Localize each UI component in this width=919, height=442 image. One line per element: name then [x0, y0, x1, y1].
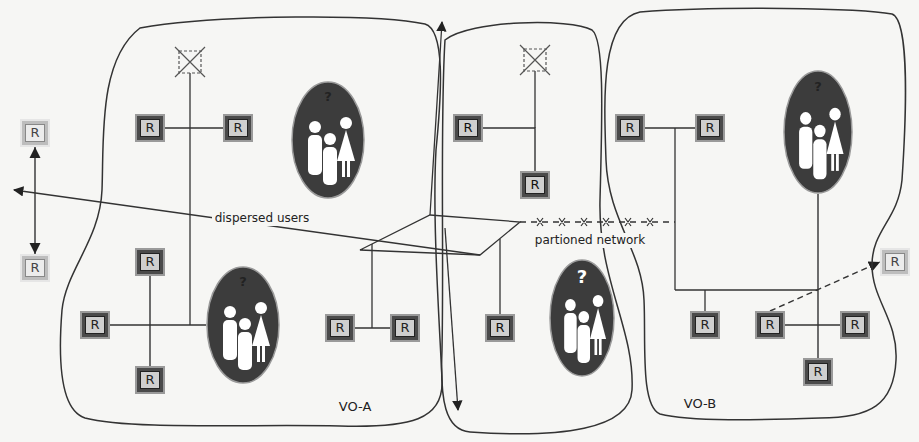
- node-text: R: [808, 363, 827, 381]
- user-group: ?: [783, 70, 853, 194]
- user-arrow: [430, 22, 442, 215]
- node-text: R: [695, 316, 714, 334]
- user-oval: [207, 267, 279, 383]
- virtual-organization: VO-B R R? R R R R: [600, 4, 912, 424]
- node-text: R: [140, 119, 159, 137]
- node-text: R: [885, 253, 904, 271]
- network-link: [785, 324, 840, 325]
- resource-box: R: [840, 311, 870, 339]
- resource-box: R: [755, 311, 785, 339]
- break-marks: [537, 218, 653, 226]
- partition-region: [442, 23, 633, 434]
- resource-box: R: [80, 311, 110, 339]
- node-text: R: [458, 119, 477, 137]
- failed-resource: [520, 45, 550, 75]
- user-arrow: [14, 190, 480, 255]
- node-text: ?: [577, 267, 587, 287]
- node-text: R: [845, 316, 864, 334]
- people-figures: [799, 108, 843, 179]
- resource-box: R: [880, 248, 910, 276]
- network-wire: [704, 290, 705, 311]
- node-text: R: [525, 176, 544, 194]
- diagram-note: dispersed users: [212, 211, 313, 226]
- node-text: R: [140, 371, 159, 389]
- failed-resource: [175, 47, 205, 77]
- network-wire: [674, 128, 675, 290]
- partition-line: [520, 221, 675, 222]
- user-group: ?: [206, 266, 280, 384]
- resource-box: R: [325, 314, 355, 342]
- user-oval: [784, 71, 852, 193]
- resource-box: R: [520, 171, 550, 199]
- resource-box: R: [223, 114, 253, 142]
- resource-box: R: [615, 114, 645, 142]
- region-outline: [60, 17, 442, 426]
- node-text: R: [25, 124, 44, 142]
- node-text: R: [85, 316, 104, 334]
- node-text: R: [395, 319, 414, 337]
- node-text: R: [760, 316, 779, 334]
- network-link: [355, 327, 390, 328]
- network-link: [483, 128, 535, 171]
- node-text: ?: [239, 274, 247, 290]
- resource-box: R: [20, 254, 50, 282]
- network-link: [149, 276, 150, 366]
- region-outline: [600, 4, 912, 424]
- network-wire: [499, 239, 500, 314]
- network-link: [165, 127, 223, 128]
- node-text: VO-B: [684, 396, 716, 412]
- node-text: R: [330, 319, 349, 337]
- network-wire: [534, 71, 535, 128]
- network-wire: [189, 73, 190, 325]
- node-text: VO-A: [339, 399, 372, 415]
- user-oval: [550, 260, 614, 376]
- network-link: [110, 324, 206, 325]
- user-oval: [292, 82, 364, 198]
- people-figures: [564, 295, 606, 363]
- network-wire: [371, 244, 372, 328]
- diagram-note: partioned network: [532, 233, 648, 248]
- node-text: R: [228, 119, 247, 137]
- node-text: R: [700, 119, 719, 137]
- node-text: R: [25, 259, 44, 277]
- people-figures: [223, 302, 270, 370]
- resource-box: R: [803, 358, 833, 386]
- resource-box: R: [20, 119, 50, 147]
- network-link: [770, 262, 880, 311]
- network-link: [34, 147, 35, 254]
- resource-box: R: [135, 366, 165, 394]
- resource-box: R: [695, 114, 725, 142]
- user-group: ?: [549, 259, 615, 377]
- resource-box: R: [390, 314, 420, 342]
- node-text: ?: [814, 79, 822, 95]
- node-text: R: [140, 253, 159, 271]
- node-text: ?: [324, 89, 332, 105]
- resource-box: R: [690, 311, 720, 339]
- people-figures: [308, 117, 355, 185]
- network-wire: [675, 289, 818, 290]
- user-arrow: [445, 228, 458, 410]
- node-text: R: [490, 319, 509, 337]
- resource-box: R: [485, 314, 515, 342]
- resource-box: R: [135, 114, 165, 142]
- resource-box: R: [453, 114, 483, 142]
- region-outline: [605, 8, 906, 419]
- network-link: [645, 127, 695, 128]
- user-group: ?: [291, 81, 365, 199]
- network-link: [817, 194, 818, 358]
- resource-box: R: [135, 248, 165, 276]
- node-text: R: [620, 119, 639, 137]
